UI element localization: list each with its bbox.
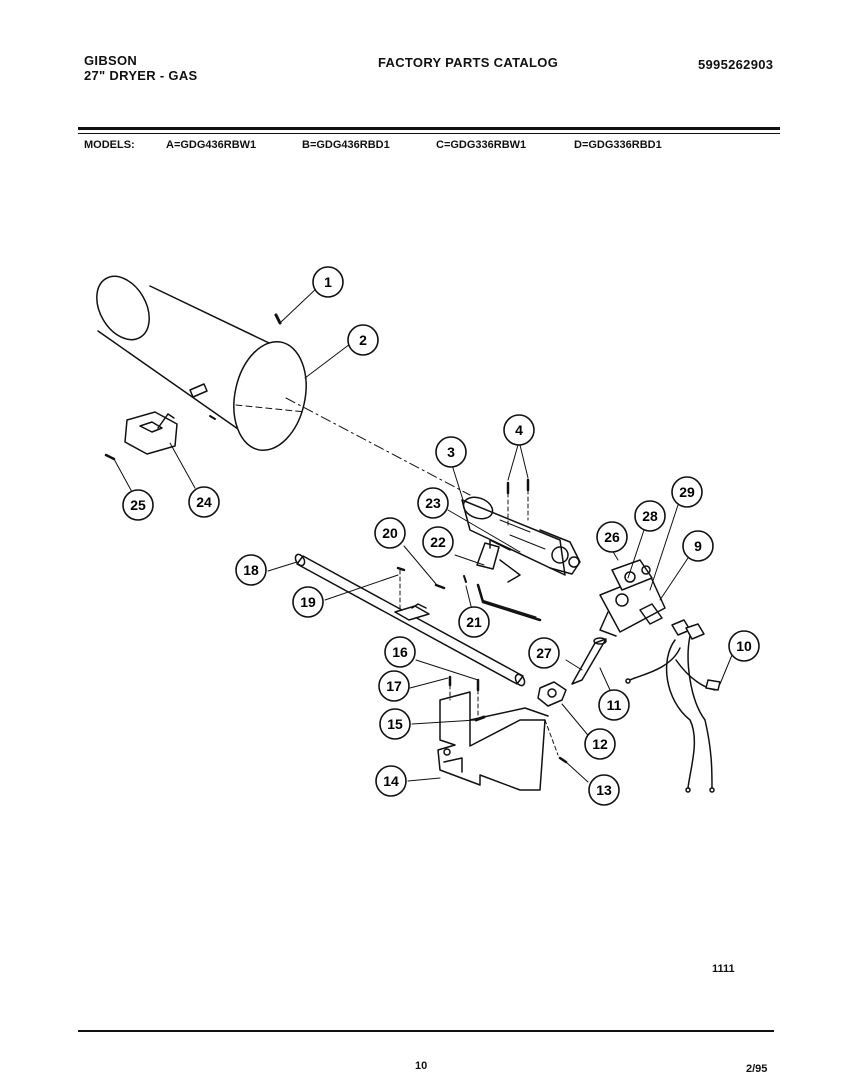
callout-11: 11 <box>598 689 630 721</box>
mounting-bracket-part-14 <box>407 691 549 791</box>
callout-10: 10 <box>728 630 760 662</box>
callout-label: 20 <box>382 525 398 541</box>
screw-part-1 <box>274 286 319 325</box>
callout-3: 3 <box>435 436 467 468</box>
ignitor-part-21 <box>463 575 542 622</box>
screw-part-13 <box>544 719 589 783</box>
callout-9: 9 <box>682 530 714 562</box>
callout-12: 12 <box>584 728 616 760</box>
pipe-nipple-part-11 <box>565 637 611 691</box>
model-d: D=GDG336RBD1 <box>574 139 662 151</box>
callout-14: 14 <box>375 765 407 797</box>
part-number: 5995262903 <box>698 57 774 72</box>
page-number: 10 <box>415 1060 428 1072</box>
callout-24: 24 <box>188 486 220 518</box>
callout-label: 17 <box>386 678 402 694</box>
callout-19: 19 <box>292 586 324 618</box>
drum-part <box>96 275 307 452</box>
callout-label: 27 <box>536 645 552 661</box>
flame-sensor-part-24 <box>124 411 216 489</box>
callout-label: 16 <box>392 644 408 660</box>
callout-label: 22 <box>430 534 446 550</box>
footer-rule <box>78 1030 774 1032</box>
callout-26: 26 <box>596 521 628 553</box>
callout-label: 2 <box>359 332 367 348</box>
callout-1: 1 <box>312 266 344 298</box>
callout-label: 25 <box>130 497 146 513</box>
callout-label: 19 <box>300 594 316 610</box>
callout-label: 1 <box>324 274 332 290</box>
fitting-part-12 <box>537 681 593 741</box>
callout-23: 23 <box>417 487 449 519</box>
callout-28: 28 <box>634 500 666 532</box>
model-b: B=GDG436RBD1 <box>302 139 390 151</box>
wire-harness-part-10 <box>625 619 733 793</box>
bracket-part-22 <box>454 539 521 583</box>
catalog-title: FACTORY PARTS CATALOG <box>378 55 559 70</box>
callout-label: 18 <box>243 562 259 578</box>
callout-20: 20 <box>374 517 406 549</box>
pipe-clip-part-19 <box>324 566 430 621</box>
callout-label: 14 <box>383 773 399 789</box>
screw-part-20 <box>403 545 446 590</box>
callout-18: 18 <box>235 554 267 586</box>
callout-2: 2 <box>347 324 379 356</box>
header-rule-thick <box>78 127 780 130</box>
callout-label: 13 <box>596 782 612 798</box>
callout-label: 21 <box>466 614 482 630</box>
callout-29: 29 <box>671 476 703 508</box>
callout-22: 22 <box>422 526 454 558</box>
screw-part-25 <box>104 453 133 493</box>
model-line: 27" DRYER - GAS <box>84 68 198 83</box>
callout-label: 29 <box>679 484 695 500</box>
models-label: MODELS: <box>84 139 135 151</box>
callout-label: 28 <box>642 508 658 524</box>
callout-15: 15 <box>379 708 411 740</box>
screws-part-16-17 <box>409 659 486 725</box>
callout-21: 21 <box>458 606 490 638</box>
callout-17: 17 <box>378 670 410 702</box>
screws-part-4 <box>506 444 530 526</box>
callout-4: 4 <box>503 414 535 446</box>
callout-label: 3 <box>447 444 455 460</box>
callout-label: 9 <box>694 538 702 554</box>
revision-date: 2/95 <box>746 1063 768 1075</box>
callout-27: 27 <box>528 637 560 669</box>
callout-label: 15 <box>387 716 403 732</box>
brand-name: GIBSON <box>84 53 138 68</box>
gas-valve-part-9 <box>599 559 666 637</box>
model-a: A=GDG436RBW1 <box>166 139 257 151</box>
callout-label: 10 <box>736 638 752 654</box>
burner-assembly-part-3 <box>461 496 581 576</box>
header-rule-thin <box>78 133 780 134</box>
callout-label: 23 <box>425 495 441 511</box>
callout-label: 4 <box>515 422 523 438</box>
callout-13: 13 <box>588 774 620 806</box>
callout-label: 26 <box>604 529 620 545</box>
callout-label: 12 <box>592 736 608 752</box>
model-c: C=GDG336RBW1 <box>436 139 527 151</box>
callout-25: 25 <box>122 489 154 521</box>
figure-number: 1111 <box>712 963 735 975</box>
callout-16: 16 <box>384 636 416 668</box>
callout-label: 24 <box>196 494 212 510</box>
callout-label: 11 <box>607 697 622 713</box>
